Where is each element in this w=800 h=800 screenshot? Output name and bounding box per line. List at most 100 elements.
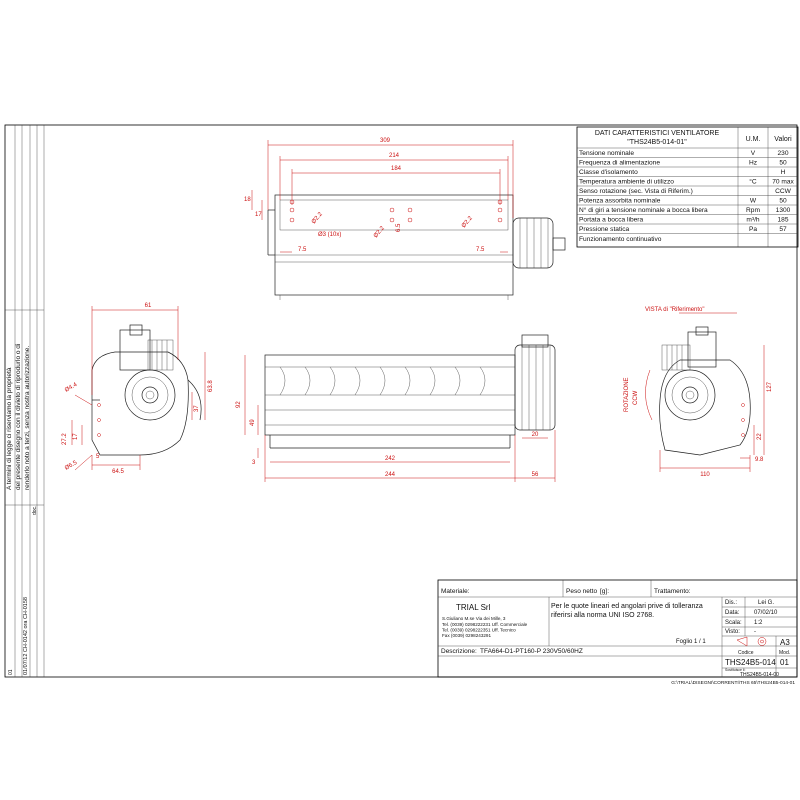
top-view: 309 214 184 18 17 7.5 7.5 Ø3 (10x) 6.5 Ø…: [244, 138, 566, 300]
spec-label: Potenza assorbita nominale: [579, 198, 661, 205]
dim-56: 56: [532, 472, 539, 478]
dim-92: 92: [236, 401, 242, 408]
specs-title-1: DATI CARATTERISTICI VENTILATORE: [595, 130, 720, 137]
dim-7-5-left: 7.5: [298, 247, 307, 253]
dim-242: 242: [385, 456, 396, 462]
specs-col-values: Valori: [774, 136, 792, 143]
company-logo: TRIAL Srl: [456, 603, 491, 612]
data-label: Data:: [725, 610, 740, 616]
spec-value: 50: [779, 198, 787, 205]
dim-17: 17: [255, 212, 262, 218]
company-fax: Fax (0039) 0298243291: [442, 633, 491, 638]
reference-view-title: VISTA di "Riferimento": [645, 307, 705, 313]
foglio: Foglio 1 / 1: [676, 639, 706, 645]
material-label: Materiale:: [441, 588, 470, 595]
mod-label: Mod.: [779, 650, 790, 656]
descrizione-label: Descrizione:: [441, 648, 477, 655]
spec-um: °C: [749, 178, 757, 186]
scala-value: 1:2: [754, 620, 763, 626]
dim-d4-4: Ø4.4: [64, 382, 79, 394]
weight-unit: [g]:: [600, 588, 609, 595]
specs-table: DATI CARATTERISTICI VENTILATORE "THS24B5…: [576, 126, 799, 248]
dim-3: 3: [252, 460, 256, 466]
sostituisce-label: Sostituisce il:: [725, 668, 745, 672]
descrizione-value: TFA664-D1-PT160-P 230V50/60HZ: [480, 648, 583, 655]
side-view: 61 63.8 37 Ø4.4 27.2 17 Ø6.5 5 64.5: [62, 303, 214, 475]
dim-49: 49: [250, 419, 256, 426]
dim-d6-5: Ø6.5: [64, 460, 79, 472]
spec-value: 50: [779, 160, 787, 167]
spec-label: Tensione nominale: [579, 150, 634, 157]
dim-6-5: 6.5: [396, 223, 402, 232]
weight-label: Peso netto: [566, 588, 597, 595]
company-tel-1: Tel. (0039) 0298222231 Uff. Commerciale: [442, 622, 528, 627]
spec-um: V: [751, 150, 756, 157]
tolerance-line-1: Per le quote lineari ed angolari prive d…: [551, 603, 703, 610]
spec-value: H: [781, 169, 786, 176]
company-address: S.Giuliano M.se Via dei Mille, 3: [442, 616, 506, 621]
sostituisce-value: THS24B5-014-00: [740, 672, 779, 678]
dis-value: Lei G.: [758, 600, 774, 606]
dim-214: 214: [389, 153, 400, 159]
dis-label: Dis.:: [725, 600, 737, 606]
spec-label: Funzionamento continuativo: [579, 236, 662, 243]
tolerance-line-2: riferirsi alla norma UNI ISO 2768.: [551, 612, 654, 619]
mod-value: 01: [780, 658, 789, 667]
spec-label: Classe d'isolamento: [579, 169, 638, 176]
spec-um: Pa: [749, 226, 757, 233]
data-value: 07/02/10: [754, 610, 778, 616]
dim-37: 37: [194, 405, 200, 412]
dim-18: 18: [244, 197, 251, 203]
specs-col-um: U.M.: [746, 136, 761, 143]
format-a3: A3: [780, 638, 790, 647]
scala-label: Scala:: [725, 620, 742, 626]
spec-value: 57: [779, 226, 787, 233]
dim-27-2: 27.2: [62, 433, 68, 445]
dim-127: 127: [767, 381, 773, 392]
dim-d2-2-right: Ø2.2: [461, 215, 474, 229]
treatment-label: Trattamento:: [654, 588, 691, 595]
sheet-frame: [4, 124, 798, 678]
revision-line-2: 01/07/12 CH-0142 ora CH-0158: [23, 597, 29, 675]
copyright-line-3: renderlo noto a terzi, senza nostra auto…: [24, 346, 31, 490]
visto-label: Visto:: [725, 629, 740, 635]
dim-5: 5: [96, 454, 100, 460]
spec-um: W: [750, 198, 757, 205]
spec-value: 1300: [776, 207, 791, 214]
spec-label: N° di giri a tensione nominale a bocca l…: [579, 206, 708, 214]
dim-63-8: 63.8: [208, 380, 214, 392]
spec-label: Portata a bocca libera: [579, 217, 643, 224]
revision-line-1: 01: [8, 669, 14, 675]
dim-64-5: 64.5: [112, 469, 124, 475]
spec-label: Frequenza di alimentazione: [579, 160, 660, 167]
dim-7-5-right: 7.5: [476, 247, 485, 253]
codice-value: THS24B5-014: [725, 658, 776, 667]
company-name: TRIAL Srl: [456, 603, 491, 612]
dim-110: 110: [700, 472, 710, 478]
projection-symbol-icon: [736, 636, 767, 647]
codice-label: Codice: [738, 650, 754, 656]
dim-184: 184: [391, 166, 402, 172]
spec-label: Pressione statica: [579, 226, 630, 233]
rotation-label: ROTAZIONE: [624, 377, 630, 412]
front-view: 92 49 3 242 244 20 56: [236, 334, 556, 482]
spec-um: Hz: [749, 160, 757, 167]
revision-line-3: doc.: [32, 506, 38, 515]
rotation-direction: CCW: [633, 390, 639, 405]
spec-value: CCW: [775, 188, 792, 195]
spec-label: Senso rotazione (sec. Vista di Riferim.): [579, 188, 693, 195]
reference-view: VISTA di "Riferimento" ROTAZIONE CCW 127…: [624, 307, 773, 478]
dim-17-side: 17: [73, 433, 79, 440]
spec-value: 70 max: [772, 179, 794, 186]
dim-309: 309: [380, 138, 391, 144]
spec-value: 185: [777, 217, 788, 224]
left-margin-strip: A termini di legge ci riserviamo la prop…: [5, 125, 45, 677]
spec-um: m³/h: [746, 217, 760, 224]
visto-value: -: [754, 629, 756, 635]
dim-244: 244: [385, 472, 396, 478]
dim-d3-10x: Ø3 (10x): [318, 232, 341, 238]
dim-9-8: 9.8: [755, 457, 764, 463]
spec-um: Rpm: [746, 207, 760, 214]
copyright-line-2: del presente disegno con il divieto di r…: [15, 344, 22, 490]
